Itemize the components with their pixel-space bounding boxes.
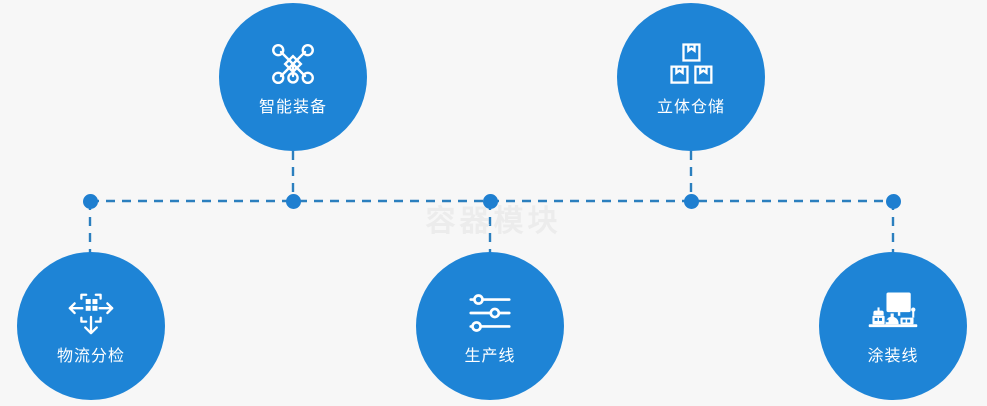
sorting-arrows-icon — [63, 287, 119, 339]
junction-node-warehouse — [683, 193, 699, 209]
node-logistics-sorting[interactable]: 物流分检 — [17, 252, 165, 400]
stacked-boxes-icon — [663, 38, 719, 90]
junction-node-left-end — [82, 193, 98, 209]
node-painting-line[interactable]: 涂装线 — [819, 252, 967, 400]
junction-node-right-end — [885, 193, 901, 209]
network-nodes-icon — [265, 38, 321, 90]
sliders-icon — [462, 287, 518, 339]
junction-node-smart — [285, 193, 301, 209]
watermark-text: 容器模块 — [425, 205, 562, 238]
factory-monitor-icon — [865, 287, 921, 339]
node-label: 生产线 — [464, 348, 516, 365]
node-label: 立体仓储 — [656, 99, 725, 116]
node-label: 智能装备 — [258, 99, 327, 116]
junction-node-center — [482, 193, 498, 209]
node-label: 物流分检 — [56, 348, 125, 365]
node-stereo-warehouse[interactable]: 立体仓储 — [617, 3, 765, 151]
node-smart-equipment[interactable]: 智能装备 — [219, 3, 367, 151]
node-label: 涂装线 — [867, 348, 919, 365]
node-production-line[interactable]: 生产线 — [416, 252, 564, 400]
